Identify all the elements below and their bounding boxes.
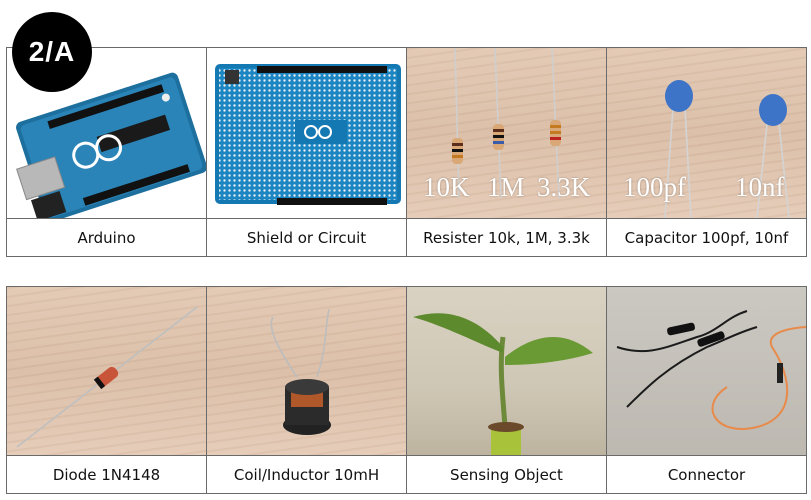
plant-photo (407, 287, 607, 456)
resistor-10k-label: 10K (423, 172, 470, 202)
image-row-top: 10K 1M 3.3K 100pf 10nf (7, 48, 807, 219)
coil-photo (207, 287, 407, 456)
arduino-photo (7, 48, 207, 219)
label-row-bottom: Diode 1N4148 Coil/Inductor 10mH Sensing … (7, 456, 807, 494)
coil-image (270, 308, 331, 435)
resistor-1m-label: 1M (487, 172, 525, 202)
components-grid-top: 10K 1M 3.3K 100pf 10nf Arduino Shield or… (6, 47, 807, 257)
capacitors-image (664, 80, 790, 218)
label-capacitor: Capacitor 100pf, 10nf (607, 219, 807, 257)
connector-image (616, 310, 806, 430)
shield-board-image (215, 64, 401, 205)
label-coil: Coil/Inductor 10mH (207, 456, 407, 494)
connector-photo (607, 287, 807, 456)
capacitor-100pf-label: 100pf (623, 172, 686, 202)
label-arduino: Arduino (7, 219, 207, 257)
capacitor-10nf-label: 10nf (735, 172, 785, 202)
label-resistor: Resister 10k, 1M, 3.3k (407, 219, 607, 257)
label-sensing-object: Sensing Object (407, 456, 607, 494)
resistors-photo: 10K 1M 3.3K (407, 48, 607, 219)
components-grid-bottom: Diode 1N4148 Coil/Inductor 10mH Sensing … (6, 286, 807, 494)
image-row-bottom (7, 287, 807, 456)
label-shield: Shield or Circuit (207, 219, 407, 257)
label-diode: Diode 1N4148 (7, 456, 207, 494)
capacitors-photo: 100pf 10nf (607, 48, 807, 219)
arduino-board-image (16, 72, 206, 218)
diode-photo (7, 287, 207, 456)
resistors-image (452, 48, 561, 199)
label-row-top: Arduino Shield or Circuit Resister 10k, … (7, 219, 807, 257)
resistor-3-3k-label: 3.3K (537, 172, 591, 202)
label-connector: Connector (607, 456, 807, 494)
diode-image (16, 306, 198, 448)
plant-image (413, 313, 593, 455)
shield-photo (207, 48, 407, 219)
section-badge: 2/A (12, 12, 92, 92)
